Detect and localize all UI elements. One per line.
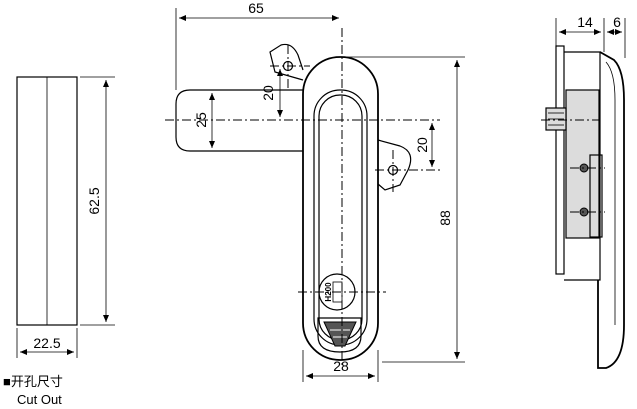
push-button [323,321,357,347]
side-handle [597,51,625,369]
side-view [545,45,625,369]
overall-height-label: 88 [437,210,453,226]
side-depth-b-label: 6 [613,14,621,30]
side-mounting-plate [555,45,565,275]
overall-width-label: 65 [248,0,264,16]
tab-height-label: 25 [193,112,209,128]
push-button-frame [317,317,362,353]
lower-lug [377,139,412,191]
handle-width-label: 28 [333,358,349,374]
side-depth-a-label: 14 [577,14,593,30]
cutout-width-label: 22.5 [33,335,60,351]
side-housing [564,51,601,281]
cutout-caption-chinese: ■开孔尺寸 [3,374,63,389]
lower-offset-label: 20 [414,137,430,153]
front-dimensions: 65 25 20 20 88 28 [175,0,465,382]
upper-lug [269,43,304,81]
front-view: H200 [175,43,412,361]
cutout-height-label: 62.5 [86,187,102,214]
handle [318,94,363,341]
side-dimensions: 14 6 [555,14,626,58]
cutout-caption-english: Cut Out [17,392,62,407]
left-tab [175,89,303,152]
body-inner [313,89,368,346]
cutout-view: 62.5 22.5 [16,76,115,358]
body-outer [302,56,379,361]
upper-offset-label: 20 [260,85,276,101]
